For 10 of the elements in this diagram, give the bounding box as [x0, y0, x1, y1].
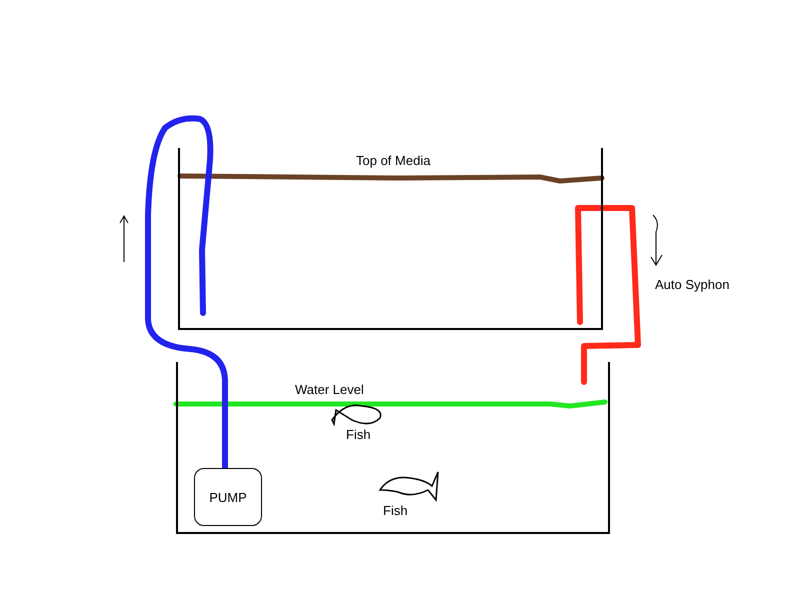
fish-label: Fish	[346, 427, 371, 442]
pipe	[145, 115, 228, 470]
grow-bed	[178, 148, 603, 330]
fish-tank	[176, 362, 610, 534]
fish-label: Fish	[383, 503, 408, 518]
callout-label: Auto Syphon	[655, 277, 730, 292]
pump-box: PUMP	[194, 468, 262, 526]
media-label: Top of Media	[356, 153, 430, 168]
water-level-label: Water Level	[295, 382, 364, 397]
pipe	[575, 205, 641, 385]
